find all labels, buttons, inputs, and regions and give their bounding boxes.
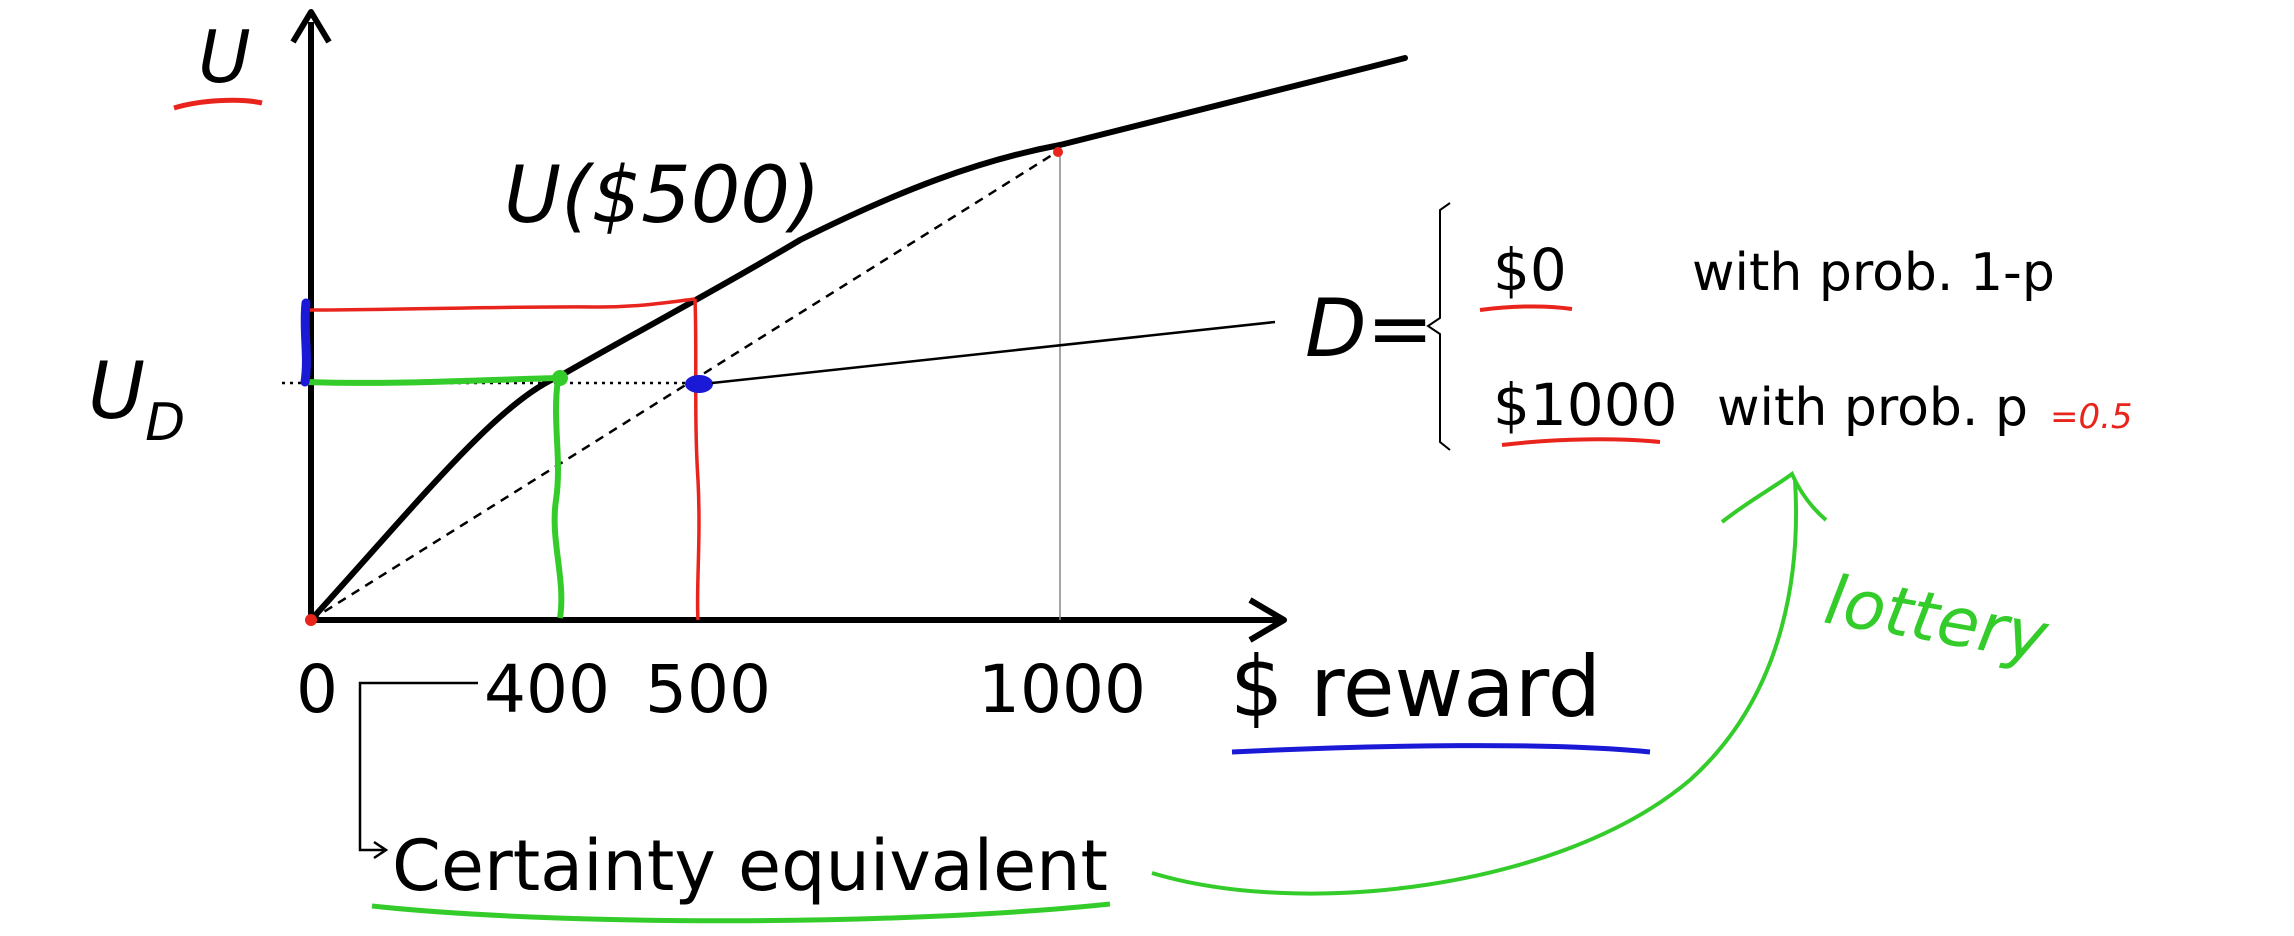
- outcome2-text: with prob. p: [1717, 378, 2028, 438]
- x-axis-arrowhead: [1248, 597, 1287, 643]
- utility-curve: [308, 55, 1408, 623]
- origin-dot: [305, 614, 317, 626]
- p-note: =0.5: [2050, 397, 2133, 437]
- green-ud-horizontal: [304, 375, 561, 386]
- x-label-underline: [1231, 743, 1651, 755]
- d-equals-label: D=: [1305, 282, 1434, 375]
- ud-label: UD: [88, 347, 185, 453]
- u500-label: U($500): [504, 151, 820, 241]
- ce-bracket-arrow: [358, 681, 478, 852]
- ce-underline: [371, 901, 1111, 924]
- ud-main: U: [88, 347, 145, 437]
- outcome1-underline: [1479, 304, 1573, 312]
- outcome2-amount: $1000: [1493, 371, 1678, 439]
- certainty-equivalent-label: Certainty equivalent: [392, 825, 1108, 907]
- tick-500: 500: [645, 651, 771, 728]
- u1000-dot: [1053, 147, 1063, 157]
- green-400-vertical: [551, 379, 565, 619]
- outcome1-text: with prob. 1-p: [1692, 243, 2055, 303]
- lottery-arrow: [1151, 479, 1798, 896]
- tick-1000: 1000: [978, 651, 1146, 728]
- blue-ud-range-mark: [300, 298, 311, 387]
- tick-0: 0: [296, 651, 338, 728]
- lottery-note: lottery: [1819, 561, 2054, 678]
- y-label-underline: [173, 97, 263, 111]
- ce-arrowhead: [373, 840, 389, 860]
- blue-lottery-point: [685, 375, 713, 393]
- ud-subscript: D: [145, 393, 185, 453]
- x-axis-label: $ reward: [1230, 638, 1601, 736]
- red-u500-horizontal: [307, 297, 696, 312]
- d-pointer-line: [711, 320, 1276, 385]
- lottery-chord: [310, 148, 1061, 622]
- lottery-brace: [1426, 202, 1451, 451]
- y-axis-label: U: [198, 15, 251, 99]
- y-axis-arrowhead: [290, 9, 332, 44]
- tick-400: 400: [484, 651, 610, 728]
- outcome1-amount: $0: [1493, 236, 1567, 304]
- lottery-arrowhead: [1720, 470, 1828, 524]
- outcome2-underline: [1501, 437, 1661, 447]
- red-500-vertical: [693, 298, 701, 621]
